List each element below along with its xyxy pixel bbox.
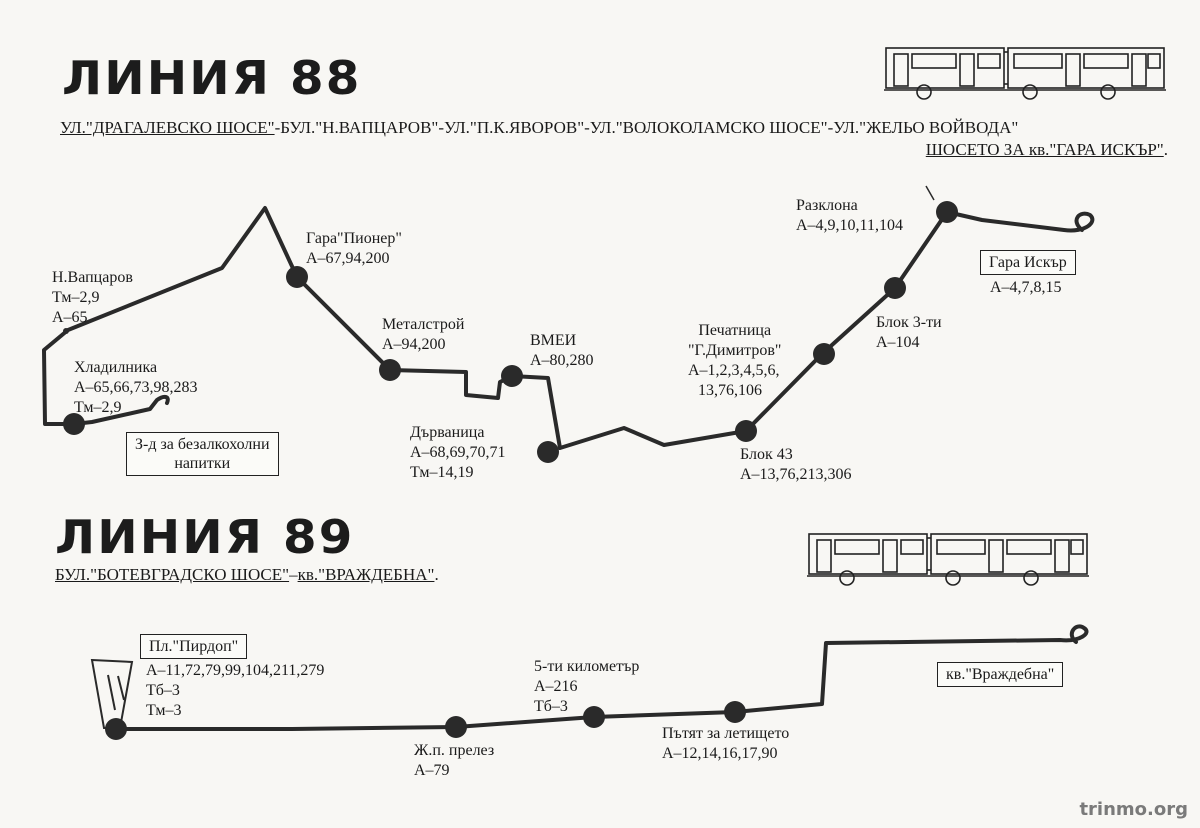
route89-district: кв."ВРАЖДЕБНА" [297,565,435,584]
route89-dash: – [289,565,298,584]
stop-hladilnika [63,413,85,435]
route-street-1: УЛ."ДРАГАЛЕВСКО ШОСЕ" [60,118,275,137]
bus-icon [884,47,1166,100]
stop-pechatnitsa [813,343,835,365]
line-89-path [114,624,1089,731]
label-gara-iskar-lines: А–4,7,8,15 [990,279,1062,296]
line-88-title: ЛИНИЯ 88 [62,51,362,105]
line-88-route: УЛ."ДРАГАЛЕВСКО ШОСЕ"-БУЛ."Н.ВАПЦАРОВ"-У… [60,118,1019,138]
terminus-start-89: Пл."Пирдоп" [140,634,248,659]
label-pechatnitsa: Печатница"Г.Димитров"А–1,2,3,4,5,6,13,76… [688,322,782,399]
route-end-period: . [1163,140,1168,159]
stop-pirdop [105,718,127,740]
line-88-route-cont: ШОСЕТО ЗА кв."ГАРА ИСКЪР". [925,140,1168,160]
line-89-title: ЛИНИЯ 89 [55,510,355,564]
route-streets-rest: -БУЛ."Н.ВАПЦАРОВ"-УЛ."П.К.ЯВОРОВ"-УЛ."ВО… [274,118,1019,137]
stop-vmei [501,365,523,387]
stop-blok43 [735,420,757,442]
stop-km5 [583,706,605,728]
watermark: trinmo.org [1079,799,1188,820]
terminus-end-89: кв."Враждебна" [937,662,1064,687]
bus-icon [807,533,1089,586]
line-88-path [42,206,1095,450]
stop-prelez [445,716,467,738]
route89-street: БУЛ."БОТЕВГРАДСКО ШОСЕ" [55,565,290,584]
stop-letishte [724,701,746,723]
stop-pioner [286,266,308,288]
terminus-end-88: Гара Искър [980,250,1076,275]
stop-darvenitsa [537,441,559,463]
stop-razklona [936,201,958,223]
line-89-route: БУЛ."БОТЕВГРАДСКО ШОСЕ"–кв."ВРАЖДЕБНА". [55,565,439,585]
pirdop-square-shape [90,658,134,729]
label-pioner: Гара"Пионер"А–67,94,200 [306,230,402,267]
stop-vaptsarov [63,328,69,334]
stop-blok3 [884,277,906,299]
route89-period: . [434,565,439,584]
route-street-last: ШОСЕТО ЗА кв."ГАРА ИСКЪР" [925,140,1164,159]
stop-metalstroy [379,359,401,381]
